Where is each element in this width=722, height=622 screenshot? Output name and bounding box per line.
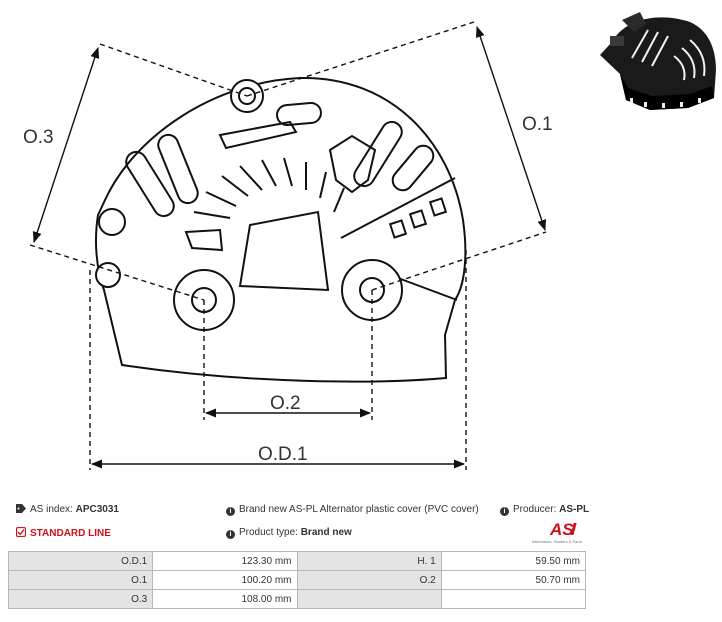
as-pl-logo: AS Alternators, Starters & Parts [532, 518, 592, 546]
standard-line-label: STANDARD LINE [30, 528, 111, 539]
product-type-label: Product type: [239, 527, 298, 538]
o1-dimension-line [475, 25, 547, 232]
table-row: O.1 100.20 mm O.2 50.70 mm [7, 570, 587, 590]
cover-slots [125, 101, 448, 292]
o1-label: O.1 [522, 114, 553, 135]
description: i Brand new AS-PL Alternator plastic cove… [226, 504, 479, 516]
info-icon: i [226, 507, 235, 516]
spec-value [440, 589, 587, 609]
technical-drawing: O.3 O.1 O.2 O.D.1 [23, 12, 716, 470]
product-type-value: Brand new [300, 527, 352, 538]
spec-key: O.2 [296, 570, 442, 590]
info-icon: i [226, 530, 235, 539]
checkbox-icon [16, 527, 26, 537]
table-row: O.3 108.00 mm [7, 589, 587, 609]
logo-tagline: Alternators, Starters & Parts [532, 539, 582, 544]
spec-value: 50.70 mm [440, 570, 587, 590]
dimension-lines [32, 25, 547, 469]
product-type: i Product type: Brand new [226, 527, 352, 539]
info-icon: i [500, 507, 509, 516]
extension-lines [29, 21, 547, 470]
standard-line: STANDARD LINE [16, 527, 111, 539]
as-index-label: AS index: [30, 504, 73, 515]
spec-key: O.3 [7, 589, 154, 609]
spec-value: 108.00 mm [152, 589, 298, 609]
as-index: AS index: APC3031 [16, 504, 119, 515]
producer: i Producer: AS-PL [500, 504, 589, 516]
od1-label: O.D.1 [258, 444, 308, 465]
o3-dimension-line [32, 46, 100, 244]
producer-value: AS-PL [559, 504, 590, 515]
table-row: O.D.1 123.30 mm H. 1 59.50 mm [7, 551, 587, 571]
as-index-value: APC3031 [75, 504, 119, 515]
tag-icon [16, 504, 26, 513]
spec-value: 100.20 mm [152, 570, 298, 590]
product-photo [600, 12, 716, 111]
cover-outline [95, 76, 467, 383]
spec-key: O.D.1 [7, 551, 154, 571]
spec-key [296, 589, 442, 609]
logo-mark: AS [549, 520, 574, 539]
o3-label: O.3 [23, 127, 54, 148]
spec-key: O.1 [7, 570, 154, 590]
description-text: Brand new AS-PL Alternator plastic cover… [239, 504, 479, 515]
spec-value: 123.30 mm [152, 551, 298, 571]
mounting-holes [95, 79, 403, 331]
specs-table: O.D.1 123.30 mm H. 1 59.50 mm O.1 100.20… [7, 551, 587, 609]
spec-key: H. 1 [296, 551, 442, 571]
spec-value: 59.50 mm [440, 551, 587, 571]
o2-label: O.2 [270, 393, 301, 414]
producer-label: Producer: [513, 504, 557, 515]
